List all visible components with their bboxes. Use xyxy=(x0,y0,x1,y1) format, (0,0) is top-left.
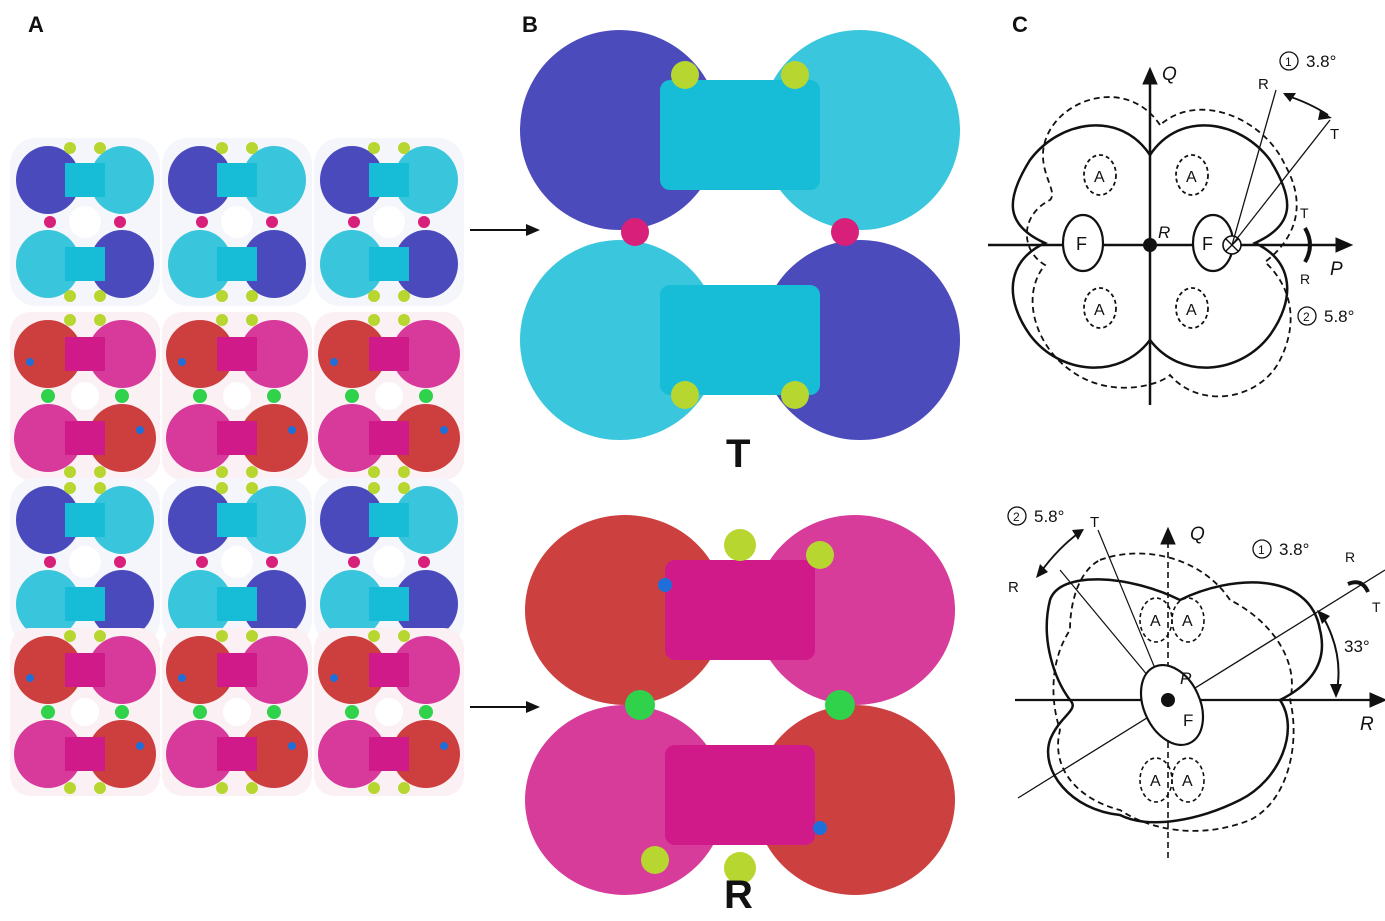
top-center-label: R xyxy=(1158,223,1170,242)
top-rot2-value: 5.8° xyxy=(1324,307,1354,326)
top-f-right-label: F xyxy=(1202,234,1213,254)
lattice-row-r-1 xyxy=(10,312,464,480)
bottom-a-label-1: A xyxy=(1150,613,1161,630)
top-a-label-4: A xyxy=(1186,302,1197,319)
top-f-left-label: F xyxy=(1076,234,1087,254)
lattice-row-r-2 xyxy=(10,628,464,796)
top-q-axis-label: Q xyxy=(1162,64,1177,85)
top-a-label-3: A xyxy=(1094,302,1105,319)
bottom-rot2-number: 2 xyxy=(1013,510,1020,524)
top-rot2-r-label: R xyxy=(1300,271,1310,287)
bottom-r-axis-label: R xyxy=(1360,714,1374,735)
arrow-to-t-structure xyxy=(470,224,540,236)
bottom-rot2-t-label: T xyxy=(1090,514,1099,531)
bottom-rot1-t-label: T xyxy=(1372,599,1381,615)
bottom-rot1-number: 1 xyxy=(1258,543,1265,557)
bottom-rot1-r-label: R xyxy=(1345,549,1355,565)
top-rot1-r-label: R xyxy=(1258,76,1269,93)
top-rot1-t-label: T xyxy=(1330,126,1339,143)
top-rot2-number: 2 xyxy=(1303,310,1310,324)
bottom-center-label: P xyxy=(1180,669,1192,688)
bottom-angle-label: 33° xyxy=(1344,637,1370,656)
diagram-bottom-labels: Q R P F A A A A 2 5.8° T R 1 3.8° R T 33… xyxy=(1008,507,1381,790)
r-state-label: R xyxy=(724,873,753,918)
bottom-q-axis-label: Q xyxy=(1190,524,1205,545)
top-a-label-1: A xyxy=(1094,169,1105,186)
crystal-lattice xyxy=(10,138,464,796)
top-rot1-value: 3.8° xyxy=(1306,52,1336,71)
r-state-structure xyxy=(525,515,955,895)
top-rot1-number: 1 xyxy=(1285,55,1292,69)
top-rot2-t-label: T xyxy=(1300,205,1309,221)
bottom-a-label-3: A xyxy=(1150,773,1161,790)
t-state-structure xyxy=(520,30,960,440)
lattice-row-t-1 xyxy=(10,138,464,306)
t-state-label: T xyxy=(726,432,750,477)
bottom-rot1-value: 3.8° xyxy=(1279,540,1309,559)
arrow-to-r-structure xyxy=(470,701,540,713)
top-a-label-2: A xyxy=(1186,169,1197,186)
diagram-top-labels: Q P R F F A A A A 1 3.8° R T T R 2 5.8° xyxy=(1076,52,1354,326)
bottom-rot2-value: 5.8° xyxy=(1034,507,1064,526)
bottom-f-label: F xyxy=(1183,711,1193,730)
diagram-bottom xyxy=(1015,528,1385,858)
bottom-a-label-2: A xyxy=(1182,613,1193,630)
bottom-a-label-4: A xyxy=(1182,773,1193,790)
bottom-rot2-r-label: R xyxy=(1008,579,1019,596)
top-p-axis-label: P xyxy=(1330,259,1343,280)
lattice-row-t-2 xyxy=(10,478,464,646)
